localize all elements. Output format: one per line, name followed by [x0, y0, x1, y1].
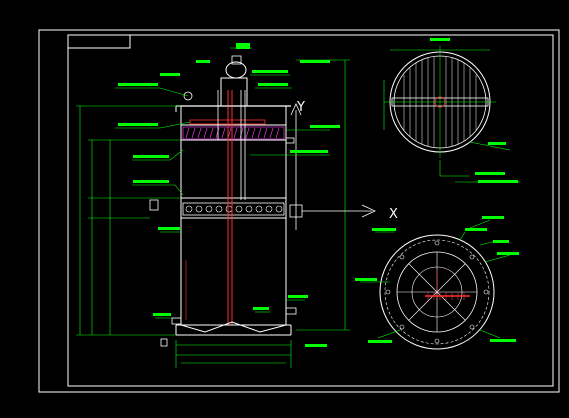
lower-packing-layer — [182, 202, 285, 216]
outer-frame — [38, 29, 560, 393]
top-plan-view — [383, 38, 520, 183]
cone-bottom — [180, 321, 287, 333]
drive-housing — [220, 77, 248, 107]
y-axis-label: Y — [296, 100, 305, 115]
bottom-plan-view — [355, 216, 519, 350]
elevation-annotations — [115, 74, 330, 319]
x-axis-label: X — [389, 207, 398, 222]
title-tab — [67, 34, 131, 49]
annotation-text-marks — [118, 60, 340, 347]
upper-packing-layer — [182, 126, 285, 140]
inner-frame — [67, 34, 554, 387]
motor — [225, 61, 247, 79]
axis-symbols: Y X — [289, 100, 398, 230]
elevation-view — [149, 43, 297, 347]
elevation-dimensions — [76, 59, 350, 368]
